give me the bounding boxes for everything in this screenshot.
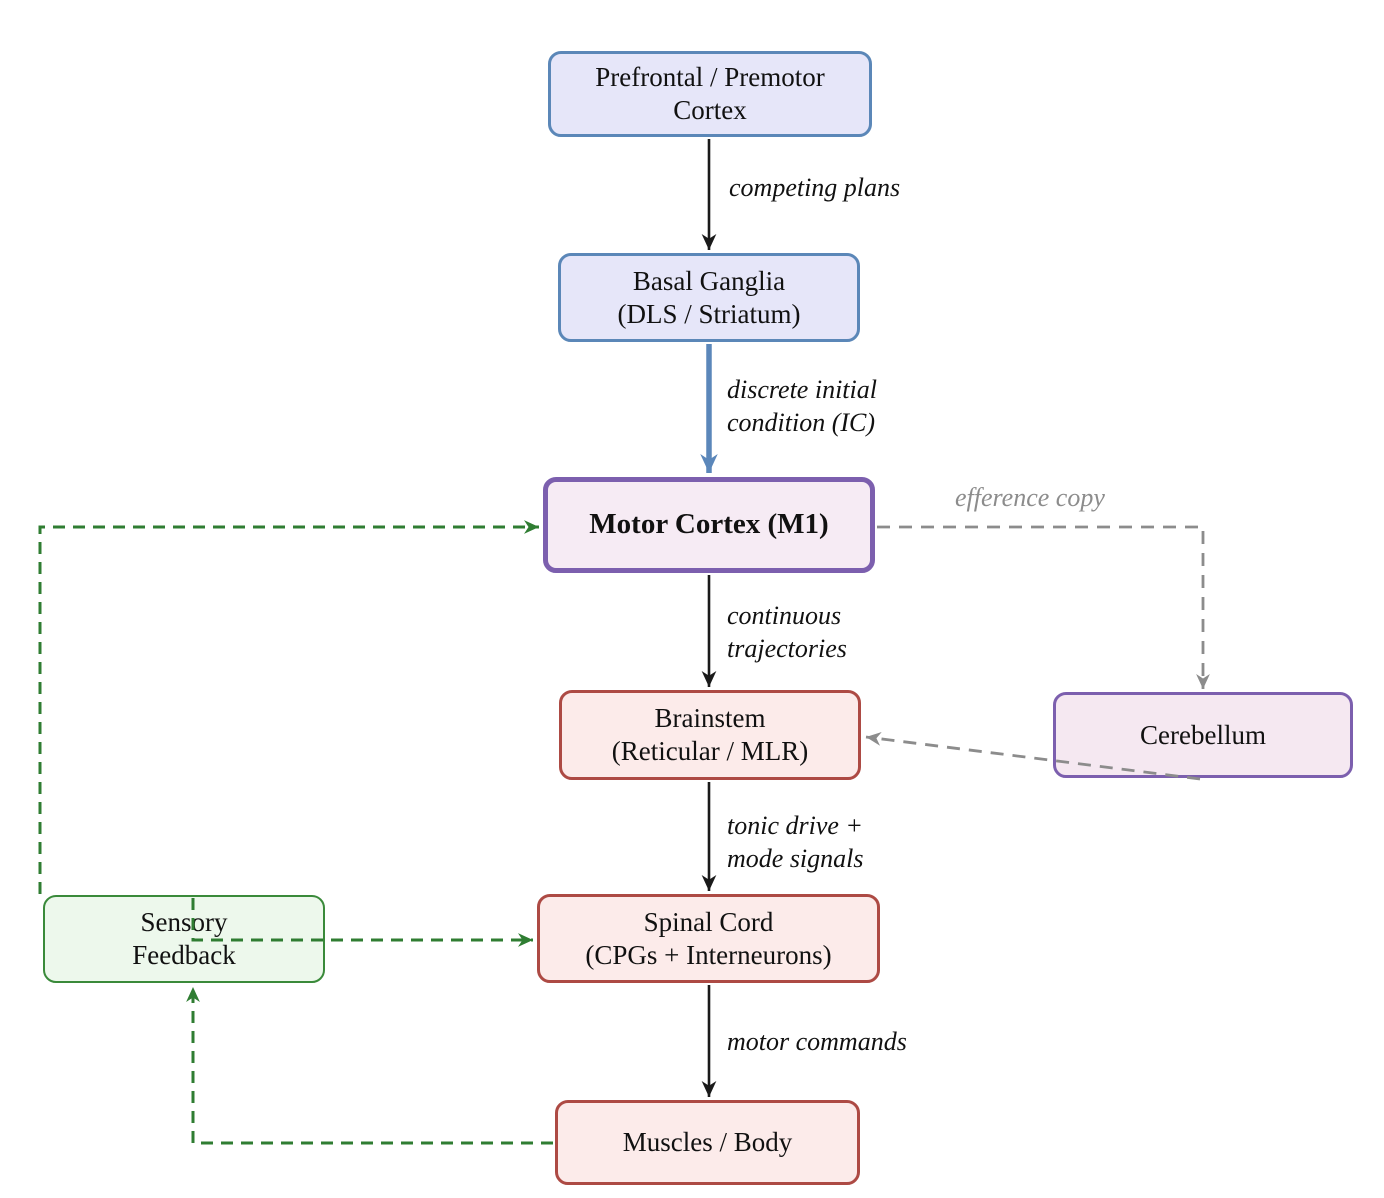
node-label-line: Brainstem	[654, 703, 766, 734]
node-muscles-body: Muscles / Body	[555, 1100, 860, 1185]
node-label-line: Motor Cortex (M1)	[589, 508, 829, 541]
edge-label-discrete-initial-condition: discrete initial condition (IC)	[727, 375, 877, 437]
node-label-line: Muscles / Body	[622, 1127, 793, 1158]
node-basal-ganglia: Basal Ganglia (DLS / Striatum)	[558, 253, 860, 342]
node-label-line: Prefrontal / Premotor	[595, 62, 825, 93]
node-label-line: Spinal Cord	[643, 906, 774, 937]
node-label-line: (DLS / Striatum)	[617, 298, 801, 329]
node-label-line: Feedback	[132, 940, 236, 970]
edge-label-motor-commands: motor commands	[727, 1027, 907, 1056]
node-sensory-feedback: Sensory Feedback	[43, 895, 325, 983]
node-cerebellum: Cerebellum	[1053, 692, 1353, 778]
node-label-line: Cortex	[673, 95, 747, 125]
node-label-line: (Reticular / MLR)	[611, 736, 809, 766]
node-label-line: Cerebellum	[1140, 719, 1266, 750]
edge-label-continuous-trajectories: continuous trajectories	[727, 601, 847, 663]
edge-label-tonic-drive-mode-signals: tonic drive + mode signals	[727, 811, 864, 873]
node-label-line: (CPGs + Interneurons)	[585, 939, 832, 970]
node-motor-cortex-m1: Motor Cortex (M1)	[543, 477, 875, 573]
edge-muscles-to-sensory-arrow	[186, 987, 553, 1145]
edge-efference-copy-arrow	[877, 525, 1210, 689]
node-label-line: Sensory	[140, 907, 228, 938]
node-brainstem: Brainstem (Reticular / MLR)	[559, 690, 861, 780]
edge-label-efference-copy: efference copy	[955, 483, 1105, 512]
edge-label-competing-plans: competing plans	[729, 173, 901, 202]
edge-sensory-to-m1-arrow	[38, 520, 539, 894]
node-prefrontal-premotor-cortex: Prefrontal / Premotor Cortex	[548, 51, 872, 137]
node-label-line: Basal Ganglia	[632, 265, 786, 296]
node-spinal-cord: Spinal Cord (CPGs + Interneurons)	[537, 894, 880, 983]
